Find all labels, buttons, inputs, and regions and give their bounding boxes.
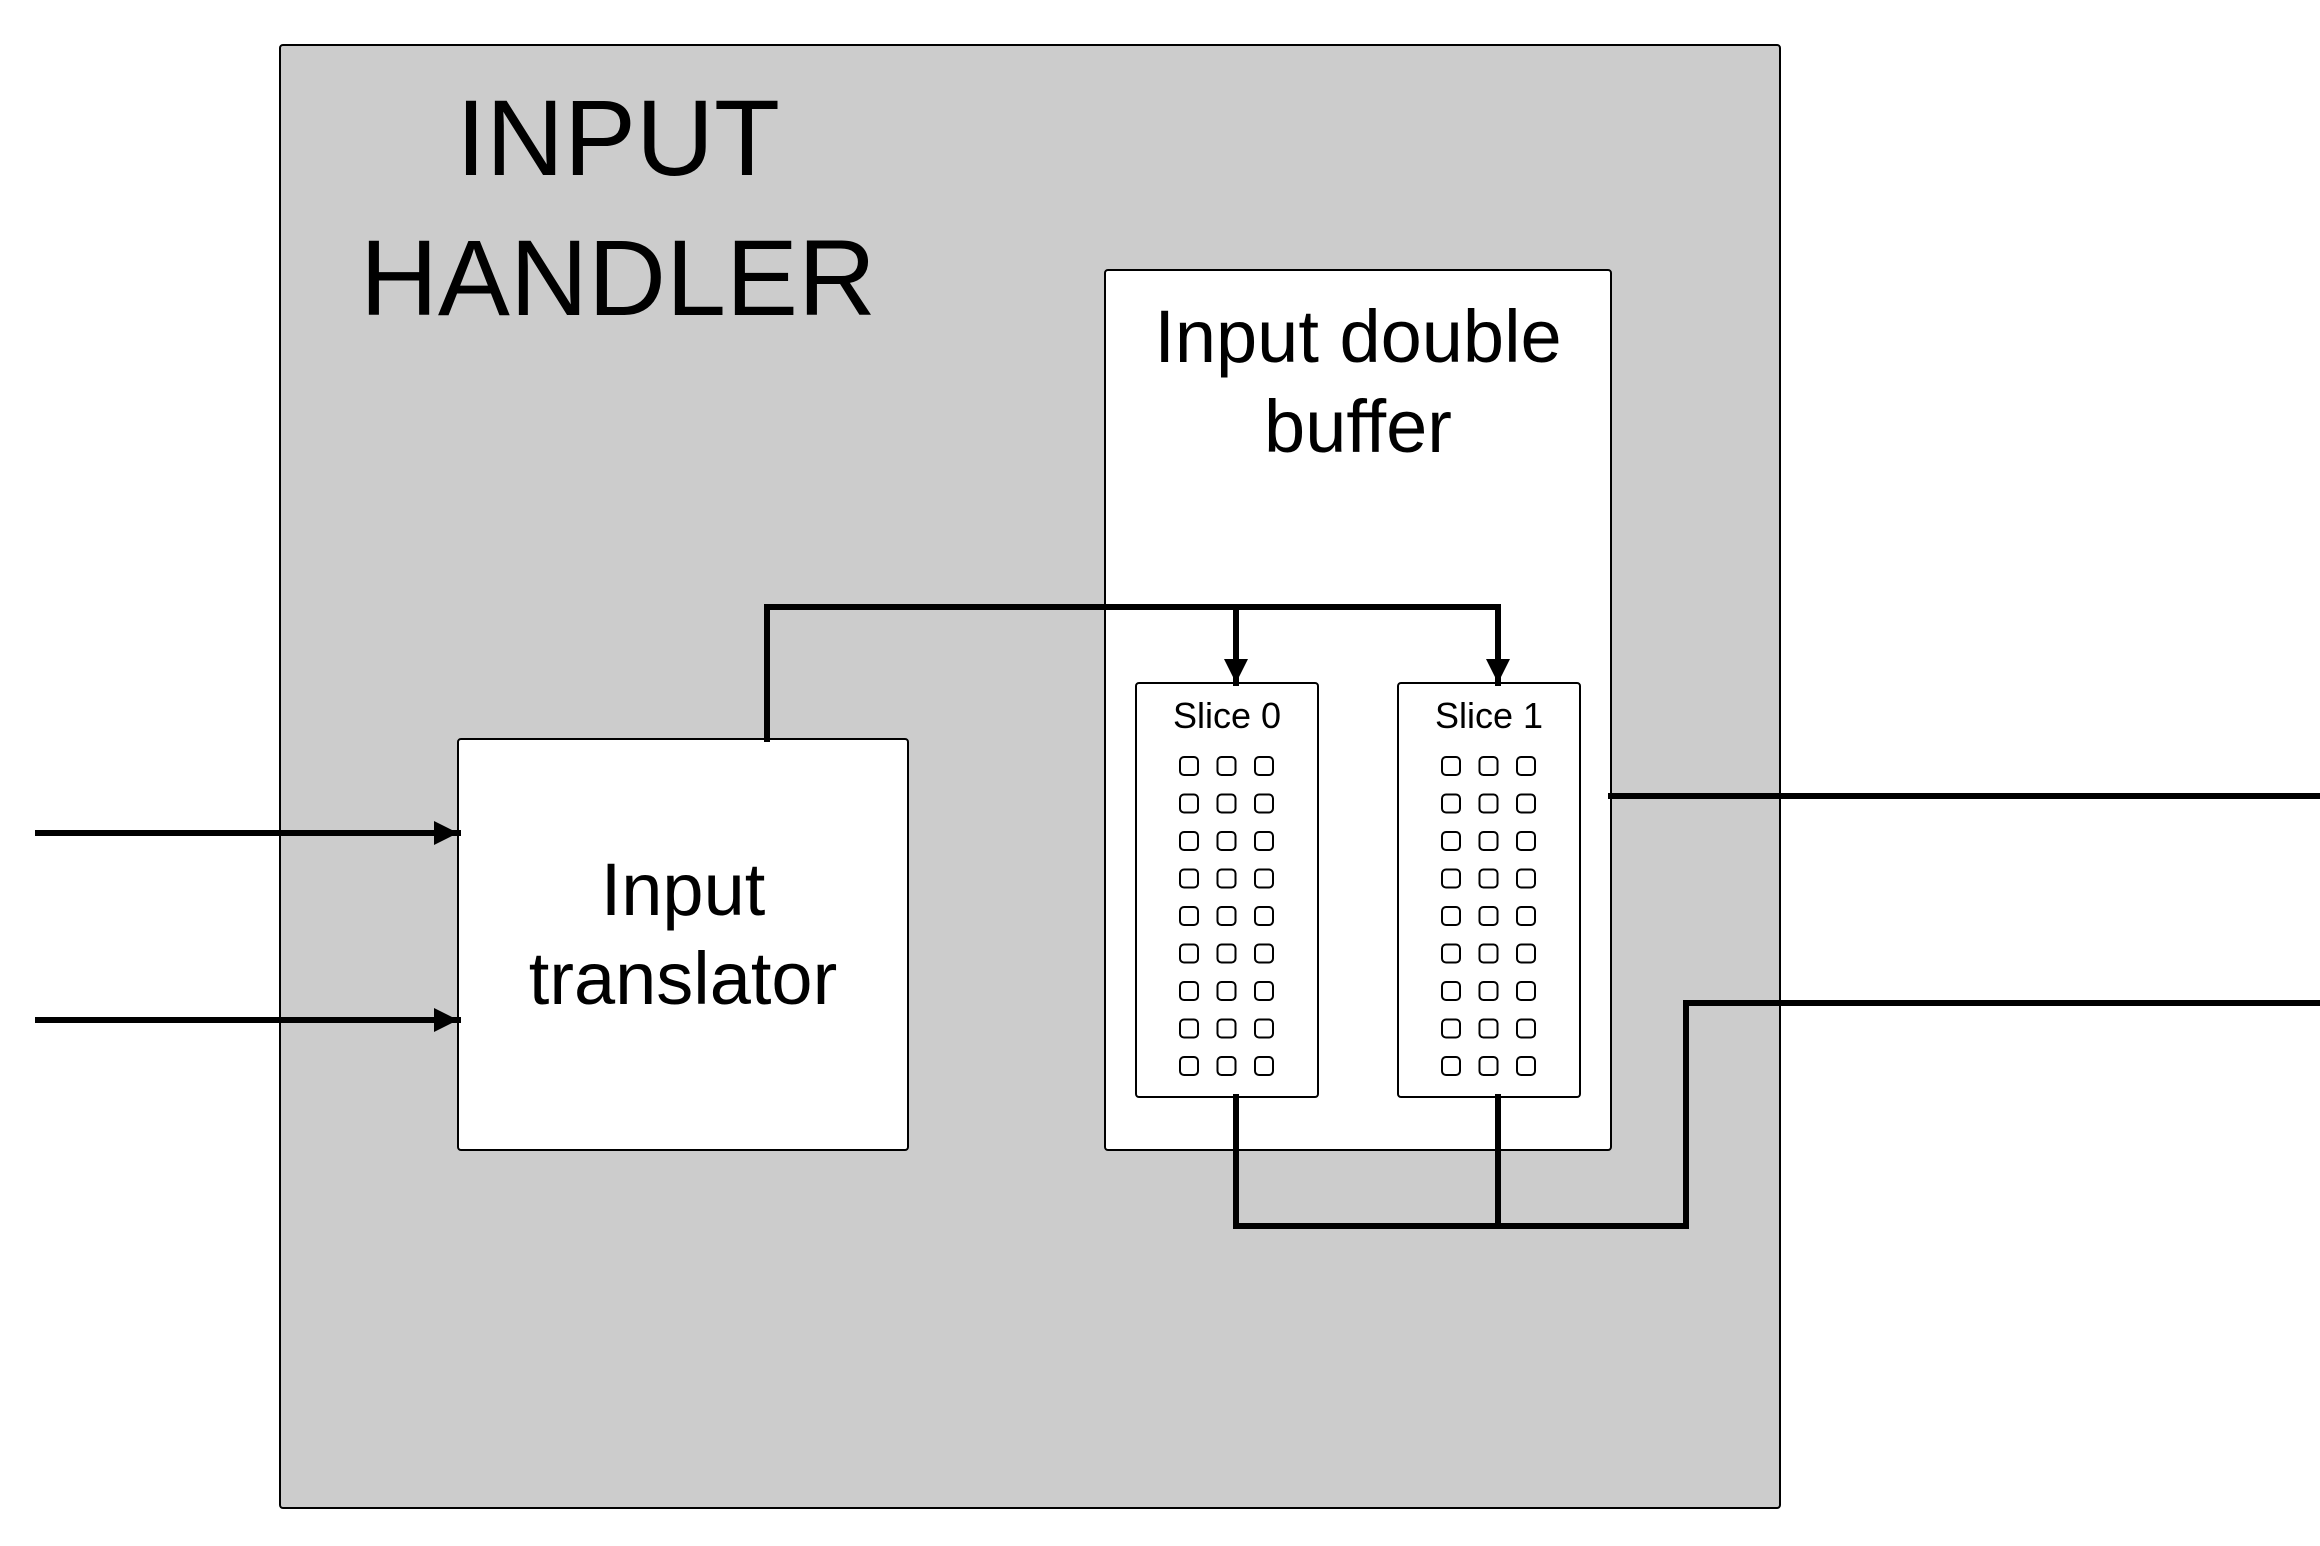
slice-0-cell <box>1179 868 1199 889</box>
slice-1-cell <box>1516 981 1536 1001</box>
slice-0-cell <box>1216 831 1237 851</box>
slice-0-cell <box>1254 831 1274 851</box>
slice-0-cell <box>1179 906 1199 926</box>
slice-0-cell <box>1254 793 1274 814</box>
slice-1-cell <box>1516 1018 1536 1039</box>
slice-0-cell <box>1216 1018 1237 1039</box>
slice-0-cell <box>1179 981 1199 1001</box>
slice-0-cell <box>1179 1056 1199 1076</box>
double-buffer-label-line1: Input double <box>1154 295 1561 378</box>
slice-0-cell <box>1254 981 1274 1001</box>
slice-1-label: Slice 1 <box>1435 695 1543 736</box>
slice-1-cell <box>1478 943 1499 964</box>
slice-1-cell <box>1441 906 1461 926</box>
input-translator-box <box>457 738 909 1151</box>
translator-to-slices-bus <box>764 604 1501 742</box>
slice-0-cell <box>1254 1018 1274 1039</box>
slice-1-cell <box>1441 981 1461 1001</box>
slice-1-cell <box>1441 756 1461 776</box>
slice-0-cell <box>1179 943 1199 964</box>
slice-1-cell <box>1478 793 1499 814</box>
slice-1-cell <box>1478 831 1499 851</box>
double-buffer-label-line2: buffer <box>1264 385 1452 468</box>
slice-1: Slice 1 <box>1397 682 1581 1098</box>
slice-1-cell <box>1441 831 1461 851</box>
slice-0-cell-grid <box>1179 756 1274 1076</box>
slice-1-cell <box>1516 906 1536 926</box>
slice-0-cell <box>1179 793 1199 814</box>
slice-1-cell <box>1478 981 1499 1001</box>
slice-0-cell <box>1254 868 1274 889</box>
slice-1-cell <box>1478 868 1499 889</box>
slice-0-cell <box>1179 1018 1199 1039</box>
slice-1-cell <box>1516 756 1536 776</box>
slice-0-output-wire <box>1233 1000 2320 1229</box>
translator-label-line2: translator <box>529 937 837 1020</box>
slice-1-cell <box>1441 943 1461 964</box>
slice-1-cell <box>1516 1056 1536 1076</box>
slice-0: Slice 0 <box>1135 682 1319 1098</box>
slice-0-label: Slice 0 <box>1173 695 1281 736</box>
slice-1-cell <box>1441 1056 1461 1076</box>
slice-0-cell <box>1216 868 1237 889</box>
slice-1-cell <box>1441 1018 1461 1039</box>
slice-0-cell <box>1254 906 1274 926</box>
slice-0-cell <box>1216 981 1237 1001</box>
slice-1-cell <box>1516 793 1536 814</box>
slice-0-cell <box>1216 906 1237 926</box>
slice-1-cell <box>1478 1056 1499 1076</box>
slice-1-cell <box>1478 1018 1499 1039</box>
handler-title-line1: INPUT <box>456 77 780 198</box>
slice-1-cell <box>1516 868 1536 889</box>
slice-0-cell <box>1254 1056 1274 1076</box>
translator-label-line1: Input <box>601 848 766 931</box>
slice-0-cell <box>1216 1056 1237 1076</box>
slice-1-cell <box>1516 831 1536 851</box>
slice-1-cell <box>1516 943 1536 964</box>
slice-0-cell <box>1216 756 1237 776</box>
slice-0-cell <box>1216 793 1237 814</box>
slice-1-cell-grid <box>1441 756 1536 1076</box>
slice-0-cell <box>1179 756 1199 776</box>
slice-1-cell <box>1441 793 1461 814</box>
slice-1-cell <box>1478 756 1499 776</box>
slice-0-cell <box>1254 943 1274 964</box>
slice-1-cell <box>1478 906 1499 926</box>
slice-0-cell <box>1254 756 1274 776</box>
handler-title-line2: HANDLER <box>360 217 876 338</box>
slice-0-cell <box>1216 943 1237 964</box>
slice-1-cell <box>1441 868 1461 889</box>
slice-0-cell <box>1179 831 1199 851</box>
